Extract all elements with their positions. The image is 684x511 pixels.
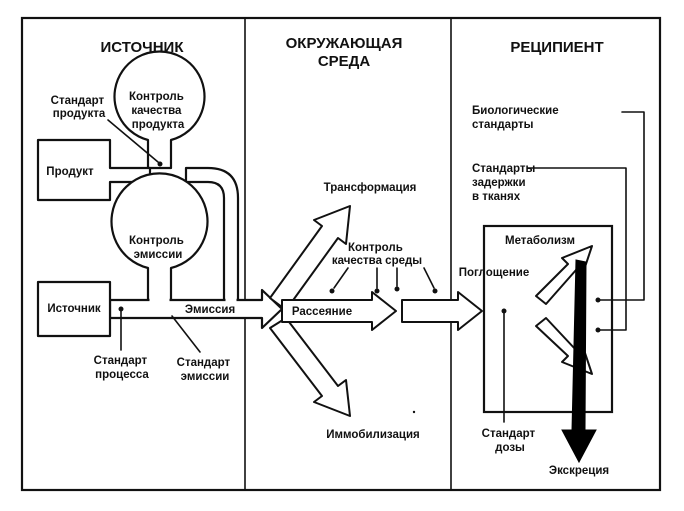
product-box-label: Продукт [46,166,94,178]
immobilization-label: Иммобилизация [326,429,420,441]
outer-frame [20,16,662,492]
transformation-label: Трансформация [324,182,417,194]
transformation-arrow [269,205,351,311]
dispersion-label: Рассеяние [292,306,352,318]
emission-standard-pointer [171,315,201,353]
biological-standards-connector [597,111,645,301]
process-standard-point [118,306,124,312]
eqc-point-3 [394,286,400,292]
biological-standards-point [595,297,601,303]
header-recipient: РЕЦИПИЕНТ [510,39,603,56]
environment-to-recipient-arrow [401,291,483,331]
metabolism-box [482,224,614,414]
metabolism-label: Метаболизм [505,235,575,247]
emission-control-node [110,172,209,302]
emission-control-label: Контроль эмиссии [129,235,187,261]
emission-standard-label: Стандарт эмиссии [177,357,234,383]
uptake-label: Поглощение [459,267,529,279]
emission-label: Эмиссия [185,304,235,316]
dose-standard-label: Стандарт дозы [482,428,539,454]
source-box-label: Источник [47,303,101,315]
product-standard-label: Стандарт продукта [51,95,108,120]
eqc-pointer-4 [423,267,435,289]
product-standard-point [157,161,163,167]
stray-dot [412,410,416,414]
header-environment-line2: СРЕДА [318,53,371,70]
eqc-pointer-1 [333,267,349,289]
product-quality-control-label: Контроль качества продукта [129,91,187,131]
eqc-point-4 [432,288,438,294]
product-standard-pointer [107,119,159,163]
process-standard-label: Стандарт процесса [94,355,151,381]
biological-standards-label: Биологические стандарты [472,105,562,131]
product-quality-control-node [113,50,206,170]
excretion-label: Экскреция [549,465,609,477]
tissue-standards-connector [527,167,627,331]
dispersion-arrow [281,291,397,331]
eqc-point-2 [374,288,380,294]
eqc-point-1 [329,288,335,294]
immobilization-arrow [269,317,351,417]
header-environment-line1: ОКРУЖАЮЩАЯ [286,35,403,52]
dose-standard-point [501,308,507,314]
tissue-standards-point [595,327,601,333]
excretion-arrow [561,259,597,464]
environment-quality-control-label: Контроль качества среды [332,242,422,267]
tissue-standards-label: Стандарты задержки в тканях [472,163,539,203]
source-box [36,280,112,338]
